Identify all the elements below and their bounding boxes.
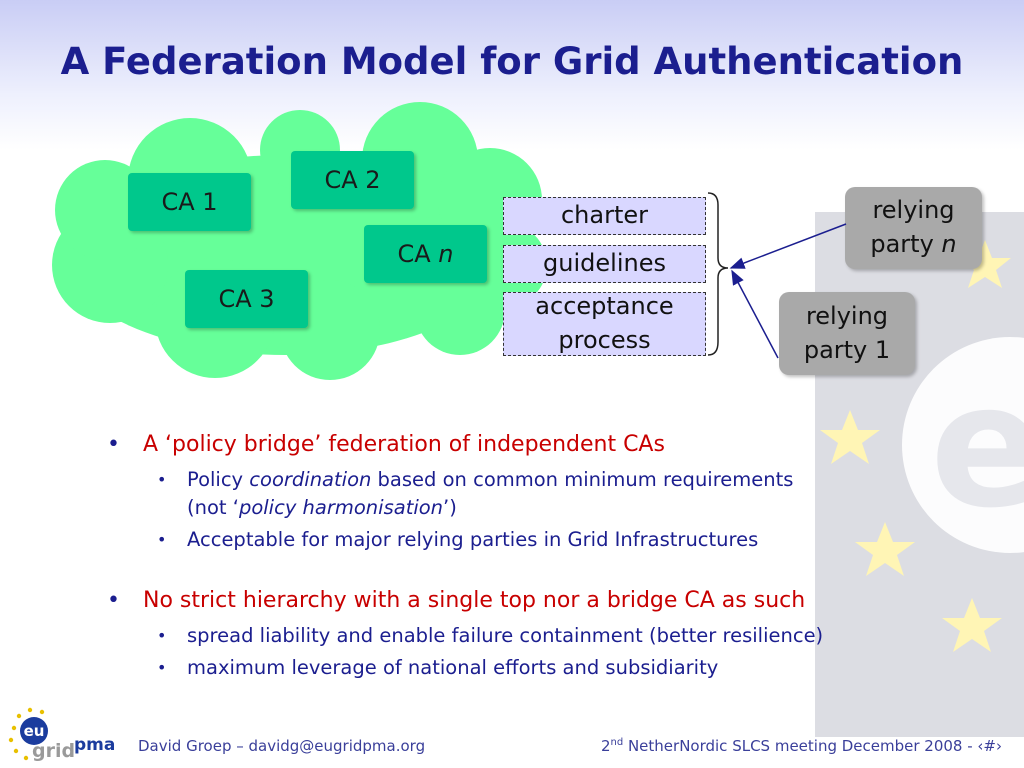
ca-2-box: CA 2	[291, 151, 414, 209]
relying-party-n-line1: relying	[872, 196, 955, 225]
footer-author: David Groep – davidg@eugridpma.org	[138, 737, 426, 755]
svg-text:pma: pma	[74, 735, 115, 755]
page-title: A Federation Model for Grid Authenticati…	[60, 40, 964, 83]
relying-party-1-box: relying party 1	[779, 292, 915, 375]
arrow-from-relying-party-1	[731, 269, 779, 359]
curly-brace	[707, 192, 729, 356]
bullet-policy-bridge: A ‘policy bridge’ federation of independ…	[105, 428, 955, 462]
svg-text:grid: grid	[32, 740, 75, 762]
ca-3-box: CA 3	[185, 270, 308, 328]
relying-party-n-line2: party n	[870, 230, 957, 258]
footer-meeting: 2nd NetherNordic SLCS meeting December 2…	[600, 737, 1002, 755]
sub-bullet-acceptable: Acceptable for major relying parties in …	[105, 526, 955, 554]
arrow-from-relying-party-n	[729, 223, 847, 269]
sub-bullet-maximum-leverage: maximum leverage of national efforts and…	[105, 654, 955, 682]
acceptance-label: acceptance	[535, 292, 674, 321]
charter-box: charter	[503, 197, 706, 235]
svg-text:eu: eu	[24, 722, 45, 740]
ca-1-label: CA 1	[161, 188, 218, 216]
sub-bullet-policy-coordination: Policy coordination based on common mini…	[105, 466, 955, 522]
sub-bullet-spread-liability: spread liability and enable failure cont…	[105, 622, 955, 650]
bullet-no-strict-hierarchy: No strict hierarchy with a single top no…	[105, 584, 955, 618]
acceptance-process-box: acceptance process	[503, 292, 706, 356]
ca-n-label: CA n	[397, 240, 454, 268]
relying-party-1-line1: relying	[805, 301, 889, 330]
ca-2-label: CA 2	[324, 166, 381, 194]
charter-label: charter	[560, 201, 649, 230]
ca-n-box: CA n	[364, 225, 487, 283]
bullet-list: A ‘policy bridge’ federation of independ…	[105, 428, 955, 682]
process-label: process	[558, 326, 651, 354]
relying-party-1-line2: party 1	[803, 335, 891, 364]
eugridpma-logo: eu grid pma	[8, 707, 115, 762]
guidelines-label: guidelines	[543, 249, 666, 278]
logo-star-icons	[8, 707, 45, 761]
ca-3-label: CA 3	[218, 285, 275, 313]
guidelines-box: guidelines	[503, 245, 706, 283]
ca-1-box: CA 1	[128, 173, 251, 231]
relying-party-n-box: relying party n	[845, 187, 982, 269]
